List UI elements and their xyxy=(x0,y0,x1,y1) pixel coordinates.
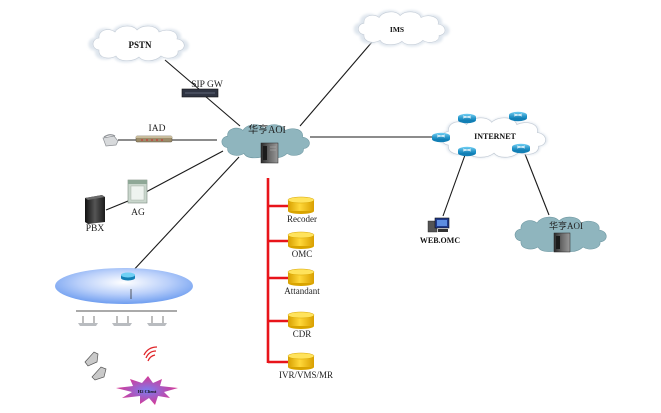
router-icon xyxy=(512,143,530,154)
connection-lines xyxy=(105,41,550,275)
database-icon xyxy=(287,231,315,249)
bus-node-label: CDR xyxy=(293,329,312,339)
ims-label: IMS xyxy=(390,25,404,34)
router-icon xyxy=(458,146,476,157)
bus-node-recoder: Recoder xyxy=(268,196,317,224)
link-ag-pbx xyxy=(105,200,129,211)
lan-ellipse xyxy=(55,268,193,304)
aoi-main-label: 华亨AOI xyxy=(248,123,286,136)
h2-client-label: H2 Client xyxy=(138,389,157,394)
h2-client-badge: H2 Client xyxy=(116,376,178,405)
sip-gateway: SIP GW xyxy=(181,80,223,98)
pbx: PBX xyxy=(85,195,105,234)
link-pstn-sipgw xyxy=(164,59,201,91)
iad-device-icon xyxy=(135,135,173,143)
ag-label: AG xyxy=(131,208,145,218)
router-icon xyxy=(432,132,450,143)
pstn-cloud: PSTN xyxy=(88,24,189,63)
web-omc: WEB.OMC xyxy=(420,217,460,245)
link-ims-aoi xyxy=(299,41,373,127)
aoi-remote-server-icon xyxy=(553,232,571,253)
database-icon xyxy=(287,268,315,286)
web-omc-label: WEB.OMC xyxy=(420,236,460,245)
bus-node-cdr: CDR xyxy=(268,311,315,339)
router-icon xyxy=(509,111,527,122)
bus-node-label: IVR/VMS/MR xyxy=(279,370,333,380)
ims-cloud: IMS xyxy=(353,10,450,47)
wifi-signal-icon xyxy=(143,346,158,362)
bus-node-ivr-vms-mr: IVR/VMS/MR xyxy=(268,352,333,380)
bus-node-label: Recoder xyxy=(287,214,317,224)
access-point-icon xyxy=(112,316,132,326)
link-aoi-wlan xyxy=(129,156,240,275)
link-aoi-ag xyxy=(145,150,224,193)
bus-node-omc: OMC xyxy=(268,231,315,259)
aoi-remote-label: 华亨AOI xyxy=(549,220,583,231)
lan-router-icon xyxy=(121,272,135,281)
wireless-handset-icon xyxy=(84,351,107,381)
access-point-icon xyxy=(78,316,98,326)
database-icon xyxy=(287,311,315,329)
bus-node-label: Attandant xyxy=(284,286,320,296)
pstn-label: PSTN xyxy=(128,40,152,50)
internet-label: INTERNET xyxy=(474,132,516,141)
aoi-main-cloud: 华亨AOI xyxy=(221,123,311,164)
wireless-lan xyxy=(55,268,193,326)
phone-icon xyxy=(102,134,119,147)
aoi-remote-cloud: 华亨AOI xyxy=(514,216,607,253)
access-gateway: AG xyxy=(127,179,148,218)
bus-node-attandant: Attandant xyxy=(268,268,320,296)
pbx-label: PBX xyxy=(86,224,105,234)
iad-device: IAD xyxy=(102,124,173,147)
router-icon xyxy=(458,113,476,124)
access-point-icon xyxy=(147,316,167,326)
internet-cloud: INTERNET xyxy=(432,111,548,158)
sip-gw-label: SIP GW xyxy=(191,80,223,90)
starburst-icon xyxy=(116,376,178,405)
link-internet-webomc xyxy=(442,154,466,217)
aoi-server-icon xyxy=(260,142,279,164)
iad-label: IAD xyxy=(149,124,166,134)
pbx-tower-icon xyxy=(85,195,105,224)
link-sipgw-aoi xyxy=(204,95,241,127)
database-icon xyxy=(287,352,315,370)
ag-cabinet-icon xyxy=(127,179,148,204)
bus-node-label: OMC xyxy=(292,249,313,259)
computer-icon xyxy=(427,217,450,233)
link-internet-remote-aoi xyxy=(524,153,550,216)
database-icon xyxy=(287,196,315,214)
